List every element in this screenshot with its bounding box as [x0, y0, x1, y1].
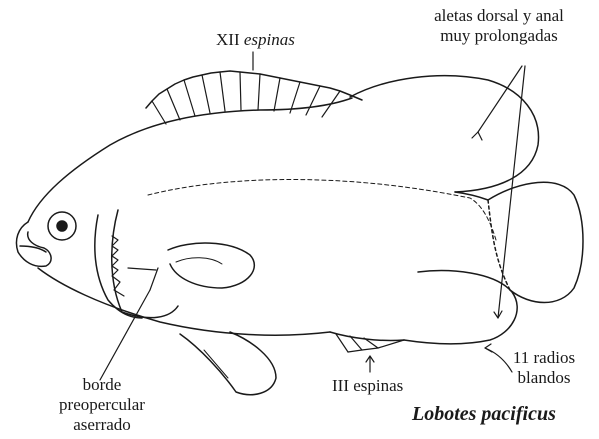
prolonged-fins-label-line1: aletas dorsal y anal: [404, 6, 594, 26]
pectoral-fin: [168, 243, 254, 288]
preopercle-label-line2: preopercular: [32, 395, 172, 415]
preopercle-label: borde preopercular aserrado: [32, 375, 172, 435]
soft-rays-label-line1: 11 radios: [496, 348, 592, 368]
soft-dorsal-fin: [350, 76, 539, 192]
dorsal-spines-label-numeral: XII: [216, 30, 240, 49]
soft-rays-label-line2: blandos: [496, 368, 592, 388]
preopercle-label-line3: aserrado: [32, 415, 172, 435]
dorsal-spines-label: XII espinas: [216, 30, 295, 50]
dorsal-spiny-fin: [146, 71, 362, 108]
anal-spines-label: III espinas: [332, 376, 403, 396]
preopercle-label-line1: borde: [32, 375, 172, 395]
pelvic-fin: [180, 332, 276, 395]
lateral-line: [148, 180, 496, 240]
dorsal-spines-label-word: espinas: [244, 30, 295, 49]
opercle: [112, 210, 178, 318]
soft-rays-label: 11 radios blandos: [496, 348, 592, 388]
species-name: Lobotes pacificus: [412, 403, 556, 426]
prolonged-fins-label-line2: muy prolongadas: [404, 26, 594, 46]
soft-anal-fin: [404, 271, 517, 344]
body-outline: [28, 98, 352, 222]
eye-pupil: [57, 221, 67, 231]
dorsal-spines: [152, 72, 340, 124]
prolonged-fins-label: aletas dorsal y anal muy prolongadas: [404, 6, 594, 46]
mouth: [16, 222, 51, 266]
